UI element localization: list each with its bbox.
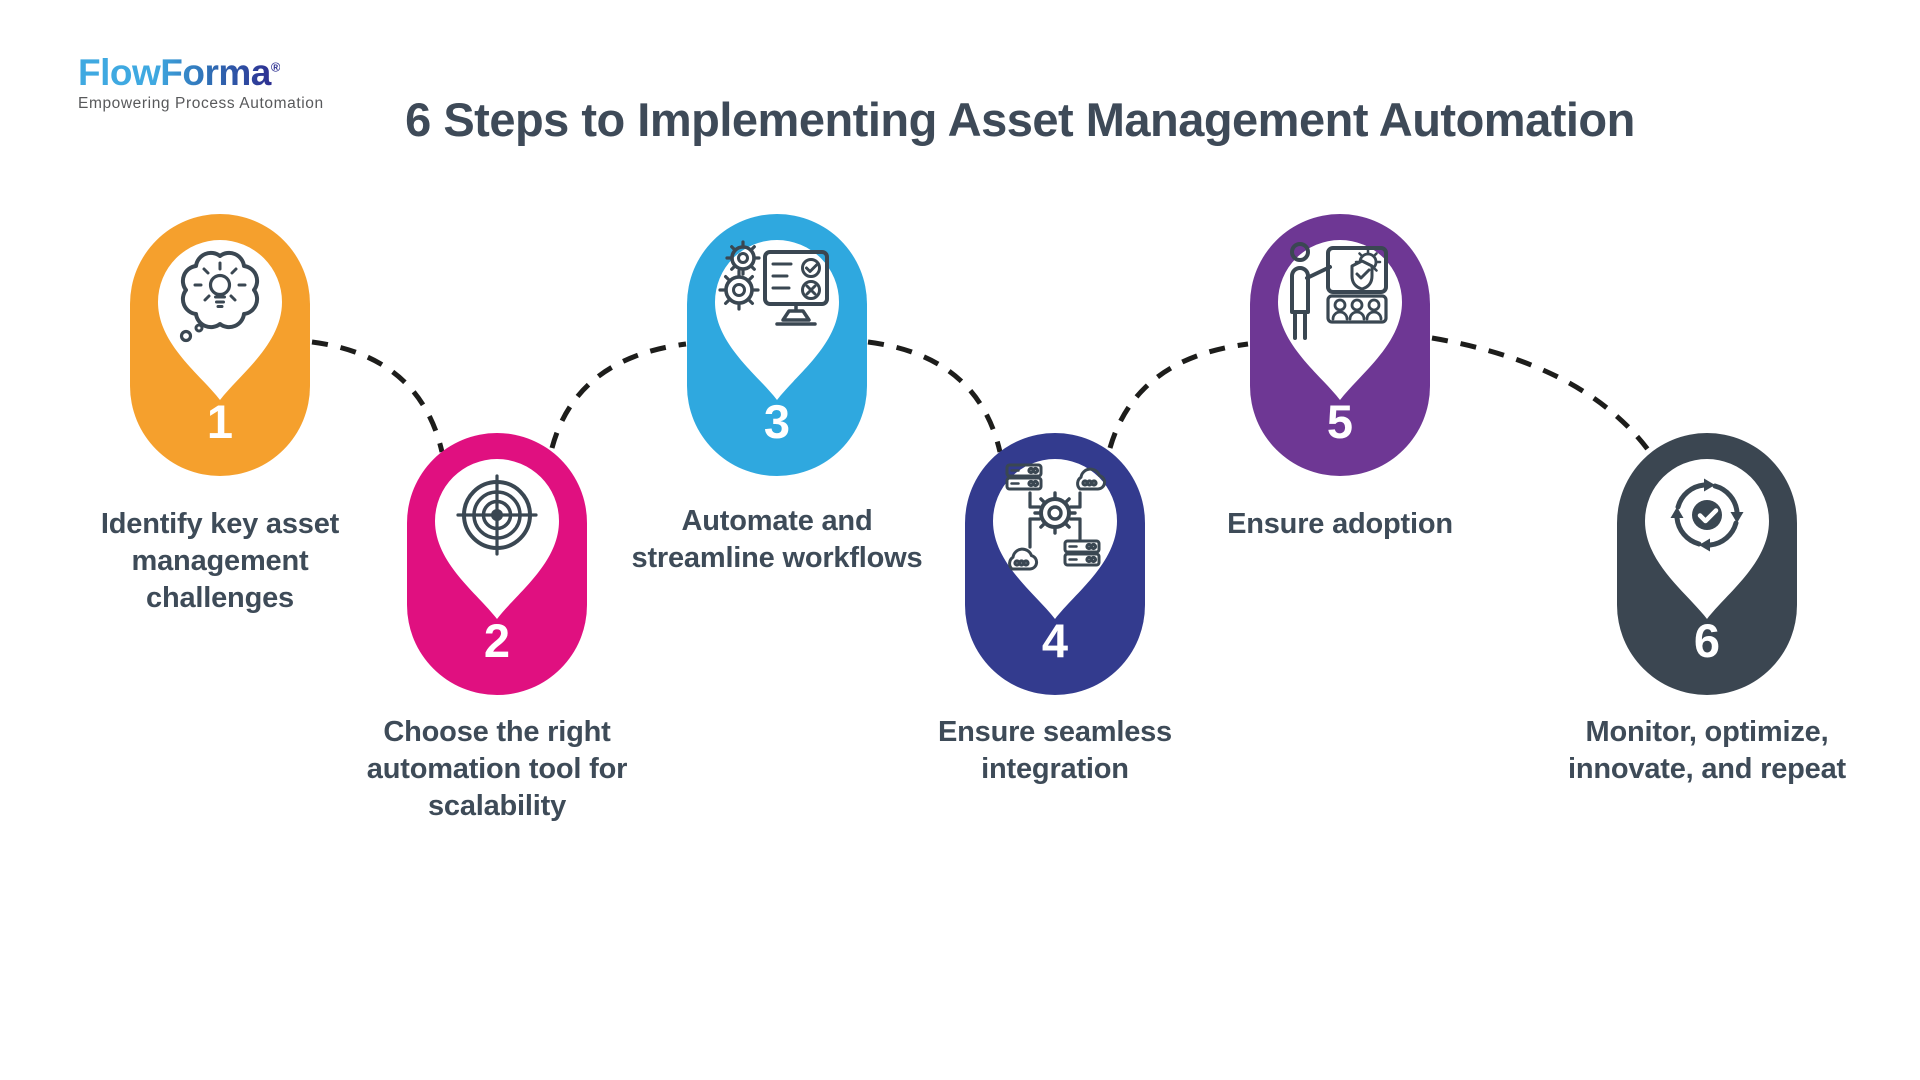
step-number: 2 bbox=[483, 614, 511, 667]
flowforma-logo: FlowForma® Empowering Process Automation bbox=[78, 54, 324, 113]
integration-icon bbox=[1005, 463, 1107, 571]
step-number: 3 bbox=[763, 395, 791, 448]
step-4-label: Ensure seamless integration bbox=[938, 716, 1172, 785]
registered-mark: ® bbox=[270, 59, 280, 75]
training-presentation-icon bbox=[1290, 242, 1388, 340]
step-1-pin: 1 bbox=[130, 214, 310, 476]
target-icon bbox=[456, 474, 538, 556]
step-6-label: Monitor, optimize, innovate, and repeat bbox=[1567, 716, 1846, 785]
logo-wordmark: FlowForma® bbox=[78, 52, 280, 93]
step-6-pin: 6 bbox=[1617, 433, 1797, 695]
logo-tagline: Empowering Process Automation bbox=[78, 95, 324, 112]
step-number: 6 bbox=[1693, 614, 1721, 667]
step-4-pin: 4 bbox=[965, 433, 1145, 695]
page-title: 6 Steps to Implementing Asset Management… bbox=[405, 93, 1635, 146]
cycle-check-icon bbox=[1670, 478, 1744, 552]
step-5-label: Ensure adoption bbox=[1227, 508, 1453, 540]
step-3-label: Automate and streamline workflows bbox=[631, 505, 923, 574]
step-number: 5 bbox=[1326, 395, 1354, 448]
gears-monitor-icon bbox=[718, 240, 829, 326]
idea-thought-bubble-icon bbox=[179, 250, 260, 343]
step-2-pin: 2 bbox=[407, 433, 587, 695]
step-number: 1 bbox=[206, 395, 234, 448]
step-1-label: Identify key asset management challenges bbox=[100, 508, 340, 614]
step-5-pin: 5 bbox=[1250, 214, 1430, 476]
step-3-pin: 3 bbox=[687, 214, 867, 476]
step-number: 4 bbox=[1041, 614, 1069, 667]
step-2-label: Choose the right automation tool for sca… bbox=[366, 716, 628, 822]
